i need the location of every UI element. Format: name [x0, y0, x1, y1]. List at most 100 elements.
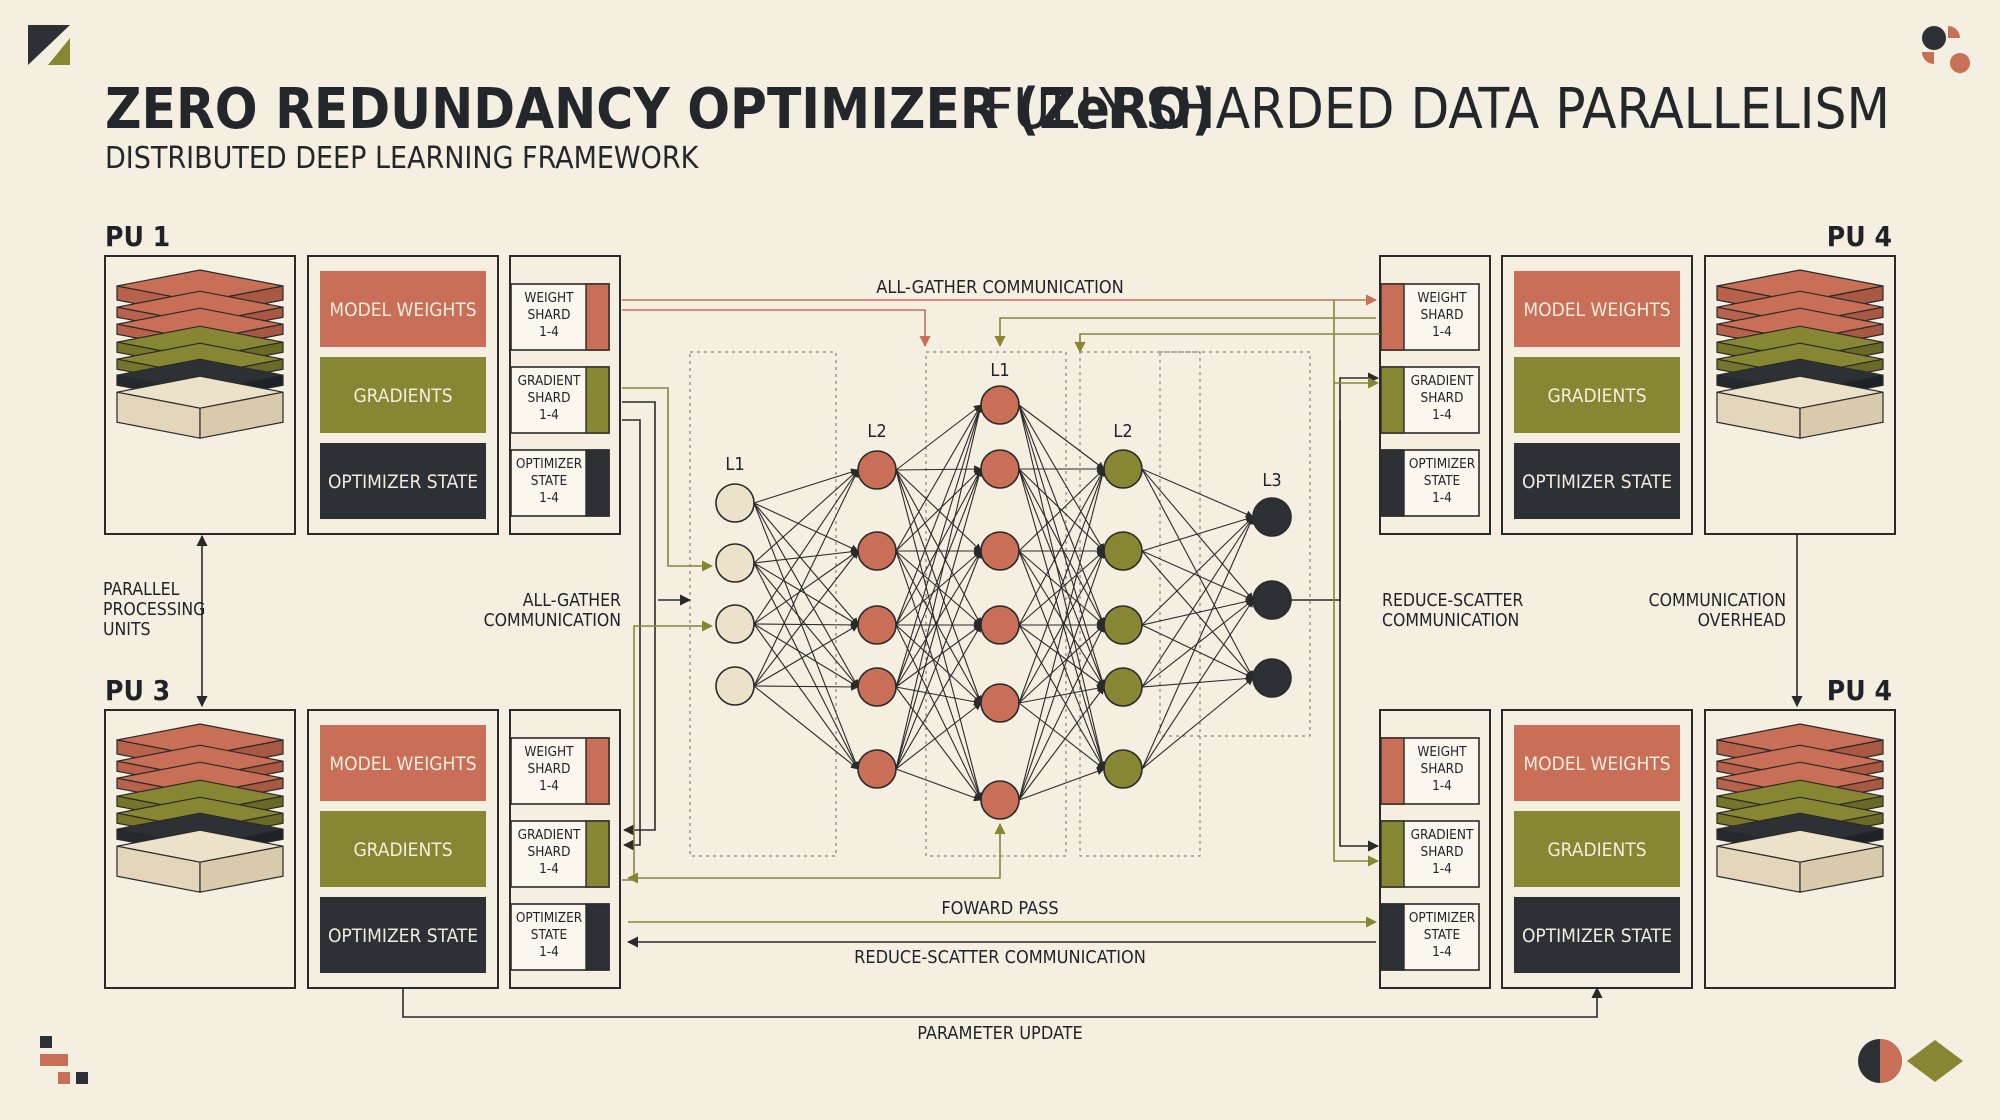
- shard-bar: [1380, 449, 1405, 517]
- network-edge: [1018, 624, 1105, 770]
- reduce-scatter-arrow: [1339, 420, 1380, 852]
- gradients-block: [320, 811, 486, 887]
- shard-bar: [585, 737, 610, 805]
- comm-overhead-label: OVERHEAD: [1698, 611, 1786, 631]
- network-edge: [753, 547, 859, 564]
- shard-bar: [585, 820, 610, 888]
- shard-label: 1-4: [539, 324, 559, 340]
- network-edge: [753, 468, 859, 504]
- shard-label: GRADIENT: [518, 373, 581, 389]
- layer-label: L3: [1262, 470, 1281, 491]
- shard-frame: [1379, 709, 1491, 989]
- pu-label: PU 4: [1827, 674, 1892, 707]
- model-weights-block: [320, 725, 486, 801]
- shard-label: SHARD: [1421, 307, 1464, 323]
- network-edge: [1018, 468, 1106, 704]
- model-weights-block: [320, 271, 486, 347]
- network-edge: [1018, 404, 1105, 552]
- pu-label: PU 3: [105, 674, 170, 707]
- shard-label: GRADIENT: [1411, 827, 1474, 843]
- network-edge: [753, 469, 859, 687]
- layer-slab: [1799, 845, 1884, 893]
- network-edge: [1018, 550, 1106, 801]
- reduce-scatter-right-label: REDUCE-SCATTER: [1382, 591, 1523, 611]
- corner-logo-top-right: [1922, 26, 1970, 73]
- network-edge: [753, 469, 859, 564]
- network-edge: [1141, 550, 1254, 679]
- network-edge: [753, 469, 859, 625]
- network-node: [980, 605, 1020, 645]
- stack-frame: [104, 709, 296, 989]
- network-edge: [895, 404, 984, 770]
- network-edge: [1018, 404, 1106, 626]
- network-edge: [1018, 684, 1105, 704]
- network-dashed-region: [1079, 351, 1201, 857]
- layer-label: L2: [867, 421, 886, 442]
- model-weights-block-label: MODEL WEIGHTS: [1523, 753, 1670, 775]
- reduce-scatter-bottom-label: REDUCE-SCATTER COMMUNICATION: [854, 947, 1146, 968]
- network-edge: [895, 469, 983, 801]
- network-node: [857, 749, 897, 789]
- shard-label: 1-4: [1432, 407, 1452, 423]
- stack-frame: [1704, 709, 1896, 989]
- network-edge: [753, 562, 859, 770]
- model-weights-block: [1514, 271, 1680, 347]
- pu-label: PU 1: [105, 220, 170, 253]
- network-edge: [753, 502, 860, 770]
- title-zero: ZERO REDUNDANCY OPTIMIZER (ZeRO): [105, 77, 1215, 142]
- optimizer-state-block: [320, 443, 486, 519]
- pu-label: PU 4: [1827, 220, 1892, 253]
- gradients-block-label: GRADIENTS: [1547, 385, 1646, 407]
- parallel-units-label: PARALLEL: [103, 580, 180, 600]
- shard-label: SHARD: [1421, 390, 1464, 406]
- network-edge: [1018, 624, 1105, 704]
- shard-label: 1-4: [539, 944, 559, 960]
- network-edge: [1018, 404, 1105, 470]
- network-edge: [753, 621, 859, 629]
- network-edge: [1018, 767, 1105, 801]
- network-node: [857, 605, 897, 645]
- shard-label: 1-4: [539, 861, 559, 877]
- network-edge: [895, 404, 982, 552]
- network-edge: [753, 550, 859, 625]
- block-frame: [1501, 255, 1693, 535]
- network-edge: [895, 624, 982, 688]
- shard-label: 1-4: [1432, 490, 1452, 506]
- forward-pass-arrow: [626, 858, 1001, 884]
- network-edge: [753, 562, 859, 626]
- network-edge: [1018, 702, 1105, 770]
- optimizer-state-block-label: OPTIMIZER STATE: [328, 471, 478, 493]
- network-edge: [1018, 550, 1105, 704]
- reduce-scatter-right-label: COMMUNICATION: [1382, 611, 1519, 631]
- layer-label: L1: [725, 454, 744, 475]
- optimizer-state-block-label: OPTIMIZER STATE: [1522, 925, 1672, 947]
- shard-label: 1-4: [539, 490, 559, 506]
- network-node: [715, 604, 755, 644]
- network-node: [1252, 658, 1292, 698]
- network-edge: [1141, 516, 1254, 770]
- parameter-update-arrow: [402, 986, 1603, 1018]
- optimizer-state-block: [1514, 897, 1680, 973]
- gradients-block-label: GRADIENTS: [353, 385, 452, 407]
- shard-label: 1-4: [539, 407, 559, 423]
- network-dashed-region: [689, 351, 837, 857]
- block-frame: [307, 255, 499, 535]
- shard-label: SHARD: [528, 844, 571, 860]
- optimizer-state-block-label: OPTIMIZER STATE: [328, 925, 478, 947]
- network-edge: [895, 624, 982, 801]
- network-edge: [895, 702, 982, 770]
- network-node: [1252, 580, 1292, 620]
- shard-label: WEIGHT: [524, 290, 574, 306]
- network-edge: [1141, 468, 1254, 518]
- shard-label: 1-4: [1432, 778, 1452, 794]
- network-node: [857, 531, 897, 571]
- shard-label: SHARD: [1421, 761, 1464, 777]
- network-node: [715, 483, 755, 523]
- network-edge: [753, 683, 859, 691]
- model-weights-block-label: MODEL WEIGHTS: [329, 299, 476, 321]
- shard-label: SHARD: [528, 390, 571, 406]
- network-node: [1103, 749, 1143, 789]
- shard-frame: [509, 255, 621, 535]
